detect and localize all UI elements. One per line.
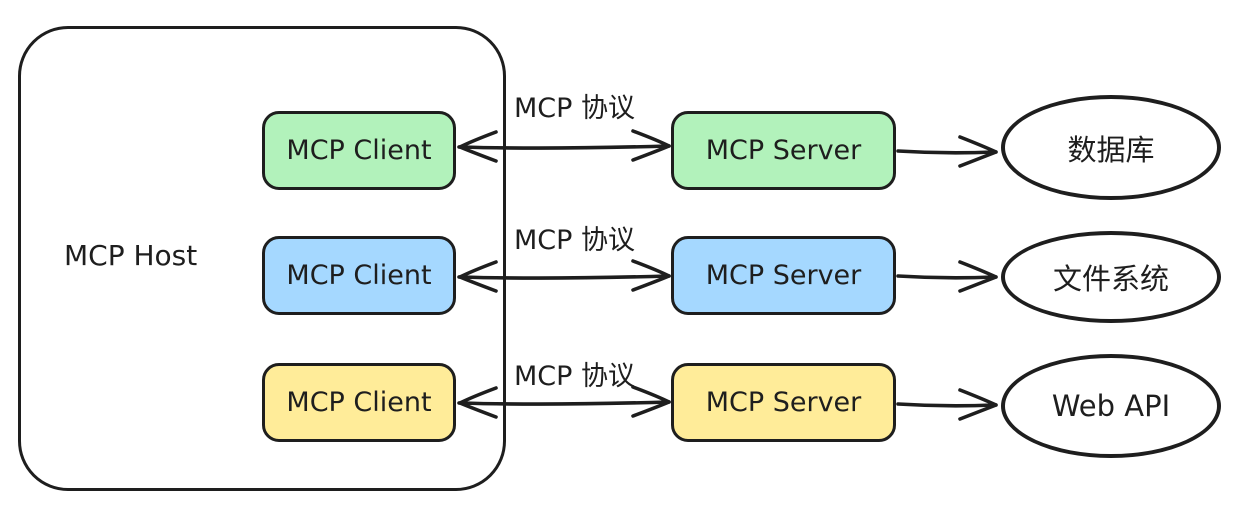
resource-label: Web API: [1051, 389, 1171, 423]
mcp-host-box: [18, 26, 506, 491]
protocol-arrow-label-row1: MCP 协议: [514, 93, 636, 124]
mcp-server-label: MCP Server: [705, 387, 862, 418]
mcp-server-box-row3: MCP Server: [671, 363, 896, 442]
resource-label: 数据库: [1067, 132, 1155, 167]
mcp-server-box-row1: MCP Server: [671, 111, 896, 190]
mcp-client-box-row3: MCP Client: [262, 363, 456, 442]
protocol-arrow-label-row3: MCP 协议: [514, 361, 636, 392]
mcp-client-label: MCP Client: [286, 387, 432, 418]
mcp-server-box-row2: MCP Server: [671, 236, 896, 315]
mcp-client-label: MCP Client: [286, 135, 432, 166]
mcp-host-label: MCP Host: [64, 239, 198, 272]
resource-ellipse-filesystem: 文件系统: [1001, 231, 1221, 323]
arrow-server-resource-row2: [896, 260, 998, 293]
protocol-arrow-label-row2: MCP 协议: [514, 225, 636, 256]
mcp-client-box-row2: MCP Client: [262, 236, 456, 315]
mcp-server-label: MCP Server: [705, 135, 862, 166]
resource-ellipse-webapi: Web API: [1001, 354, 1221, 458]
mcp-server-label: MCP Server: [705, 260, 862, 291]
arrow-server-resource-row3: [896, 388, 998, 421]
arrow-server-resource-row1: [896, 135, 998, 168]
resource-label: 文件系统: [1052, 262, 1169, 296]
mcp-client-label: MCP Client: [286, 260, 432, 291]
resource-ellipse-database: 数据库: [1001, 95, 1221, 200]
mcp-client-box-row1: MCP Client: [262, 111, 456, 190]
